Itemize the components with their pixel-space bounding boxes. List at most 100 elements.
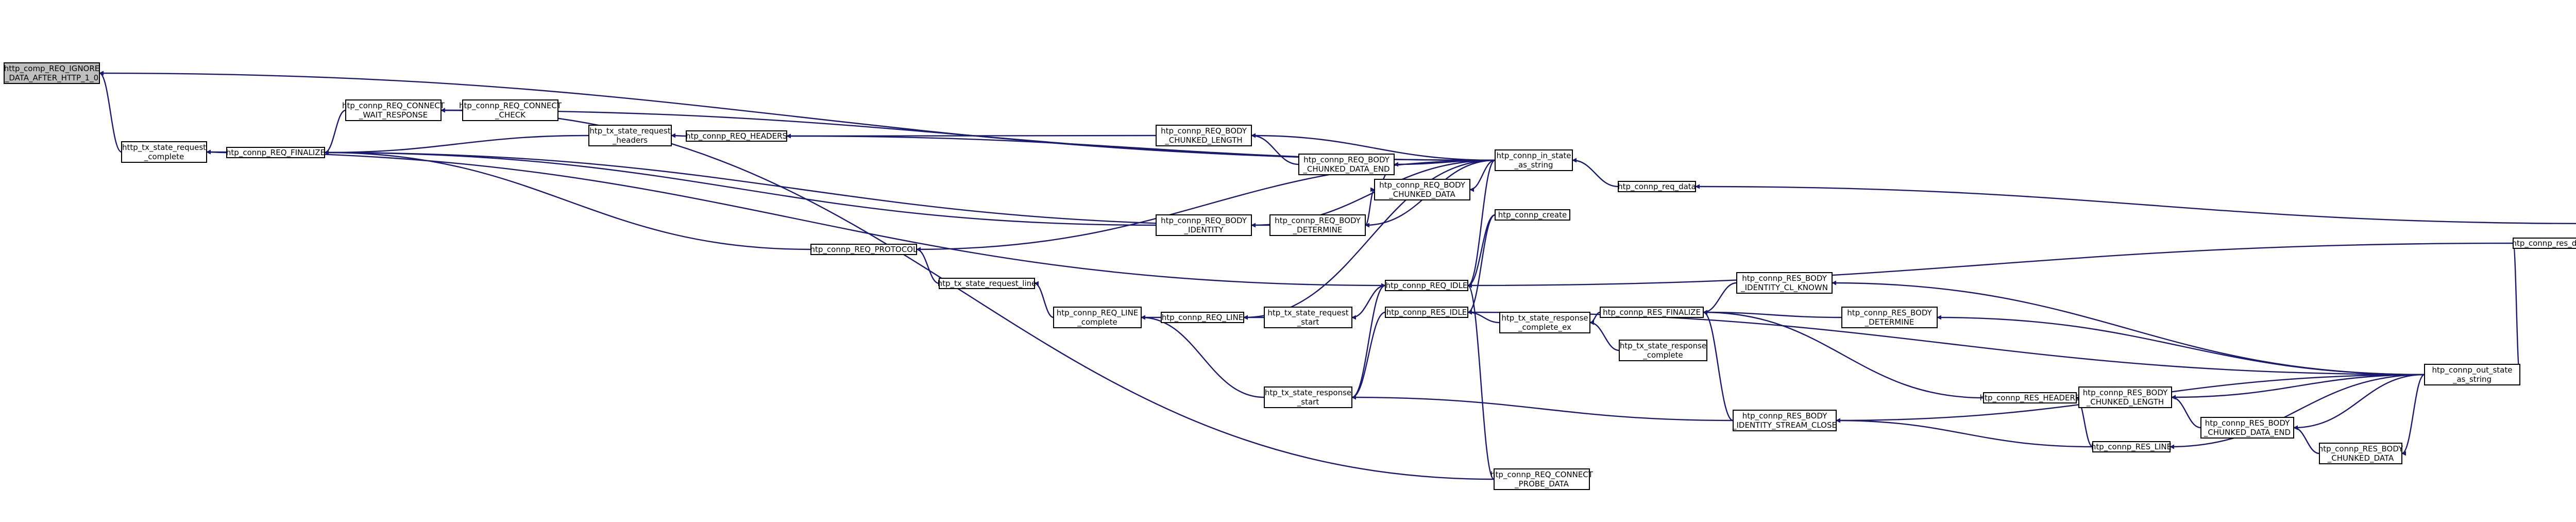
node-res-chunked-data-end[interactable]: htp_connp_RES_BODY_CHUNKED_DATA_END xyxy=(2200,417,2294,439)
node-req-data[interactable]: htp_connp_req_data xyxy=(1618,181,1696,192)
node-box xyxy=(1264,307,1352,328)
edge-in_state-to-req_protocol xyxy=(916,159,1496,252)
edge-res_start-to-req_line_complete xyxy=(1141,315,1265,398)
edge-res_complete_ex-to-res_idle xyxy=(1467,310,1500,324)
node-box xyxy=(1374,179,1470,200)
node-box xyxy=(2200,417,2294,439)
node-box xyxy=(588,125,672,146)
node-label: htp_connp_in_state xyxy=(1496,151,1571,161)
node-req-body-identity[interactable]: htp_connp_REQ_BODY_IDENTITY xyxy=(1156,214,1252,236)
node-req-connect-probe[interactable]: htp_connp_REQ_CONNECT_PROBE_DATA xyxy=(1490,468,1594,490)
node-res-chunked-length[interactable]: htp_connp_RES_BODY_CHUNKED_LENGTH xyxy=(2078,386,2172,408)
node-box xyxy=(1841,307,1938,328)
node-box xyxy=(226,147,325,158)
node-connp-create[interactable]: htp_connp_create xyxy=(1495,209,1570,221)
node-label: _complete xyxy=(144,152,184,162)
node-req-body-chunked-data-end[interactable]: htp_connp_REQ_BODY_CHUNKED_DATA_END xyxy=(1298,154,1395,175)
node-label: _CHUNKED_DATA xyxy=(1388,190,1455,199)
edge-res_identity_cl_known-to-res_finalize xyxy=(1703,282,1737,315)
node-label: _IDENTITY_STREAM_CLOSE xyxy=(1732,420,1837,430)
node-res-start[interactable]: htp_tx_state_response_start xyxy=(1264,386,1352,408)
node-label: htp_connp_RES_BODY xyxy=(1742,274,1827,283)
node-label: htp_tx_state_response xyxy=(1501,313,1588,323)
edge-req_body_determine-to-req_finalize xyxy=(324,150,1270,226)
node-req-start[interactable]: htp_tx_state_request_start xyxy=(1264,307,1352,328)
edge-out_state-to-res_chunked_length xyxy=(2171,374,2425,400)
node-req-headers-tx[interactable]: htp_tx_state_request_headers xyxy=(588,125,672,146)
edge-res_idle-to-res_start xyxy=(1351,311,1386,400)
node-box xyxy=(1269,214,1366,236)
node-label: _WAIT_RESPONSE xyxy=(359,110,428,120)
node-res-line[interactable]: htp_connp_RES_LINE xyxy=(2091,441,2172,452)
node-label: htp_connp_RES_BODY xyxy=(2318,444,2403,454)
node-box xyxy=(1733,410,1837,431)
node-label: _PROBE_DATA xyxy=(1514,479,1569,489)
edge-connp_close-to-req_data xyxy=(1695,184,2576,225)
node-label: _DATA_AFTER_HTTP_1_0 xyxy=(5,73,98,83)
node-req-complete[interactable]: http_tx_state_request_complete xyxy=(121,141,207,163)
node-box xyxy=(2424,364,2520,385)
node-res-identity-stream-close[interactable]: htp_connp_RES_BODY_IDENTITY_STREAM_CLOSE xyxy=(1732,410,1837,431)
edge-req_connect_probe-to-req_idle xyxy=(1467,283,1495,480)
node-label: htp_connp_REQ_FINALIZE xyxy=(226,148,325,158)
node-req-body-determine[interactable]: htp_connp_REQ_BODY_DETERMINE xyxy=(1269,214,1366,236)
node-box xyxy=(1494,468,1590,490)
node-res-data[interactable]: htp_connp_res_data xyxy=(2512,238,2576,249)
node-res-identity-cl-known[interactable]: htp_connp_RES_BODY_IDENTITY_CL_KNOWN xyxy=(1736,272,1833,294)
node-box xyxy=(1156,125,1252,146)
node-box xyxy=(1600,307,1704,318)
node-req-connect-wait[interactable]: htp_connp_REQ_CONNECT_WAIT_RESPONSE xyxy=(342,99,445,121)
node-res-complete[interactable]: htp_tx_state_response_complete xyxy=(1619,340,1707,361)
node-req-line-complete[interactable]: htp_connp_REQ_LINE_complete xyxy=(1053,307,1142,328)
edge-out_state-to-res_chunked_data xyxy=(2401,374,2425,456)
node-box xyxy=(939,278,1035,289)
node-label: htp_connp_REQ_CONNECT xyxy=(1490,470,1594,480)
node-label: _complete xyxy=(1077,317,1117,327)
node-box xyxy=(1618,181,1696,192)
edge-out_state-to-res_body_determine xyxy=(1937,315,2425,376)
node-box xyxy=(2092,441,2171,452)
node-label: htp_connp_REQ_LINE xyxy=(1057,308,1139,318)
node-res-finalize[interactable]: htp_connp_RES_FINALIZE xyxy=(1600,307,1704,318)
edge-req_data-to-in_state xyxy=(1572,158,1619,188)
node-res-headers[interactable]: htp_connp_RES_HEADERS xyxy=(1980,392,2080,403)
edge-res_line-to-res_identity_stream_close xyxy=(1836,418,2093,448)
node-ignore[interactable]: http_comp_REQ_IGNORE_DATA_AFTER_HTTP_1_0 xyxy=(4,62,100,84)
node-label: htp_connp_RES_FINALIZE xyxy=(1603,308,1701,317)
node-out-state[interactable]: htp_connp_out_state_as_string xyxy=(2424,364,2520,385)
node-res-idle[interactable]: htp_connp_RES_IDLE xyxy=(1385,307,1468,318)
node-res-chunked-data[interactable]: htp_connp_RES_BODY_CHUNKED_DATA xyxy=(2318,443,2403,464)
node-label: _CHUNKED_DATA_END xyxy=(2204,428,2291,437)
node-label: _CHUNKED_LENGTH xyxy=(1164,136,1242,145)
node-req-protocol[interactable]: htp_connp_REQ_PROTOCOL xyxy=(810,244,918,255)
node-req-line-tx[interactable]: htp_tx_state_request_line xyxy=(938,278,1037,289)
edge-res_identity_stream_close-to-res_finalize xyxy=(1703,310,1734,422)
node-box xyxy=(345,99,442,121)
node-req-connect-check[interactable]: htp_connp_REQ_CONNECT_CHECK xyxy=(459,99,562,121)
node-box xyxy=(121,141,207,163)
edge-req_complete-to-ignore xyxy=(99,71,122,153)
node-req-body-chunked-data[interactable]: htp_connp_REQ_BODY_CHUNKED_DATA xyxy=(1374,179,1470,200)
node-label: htp_connp_RES_BODY xyxy=(2083,388,2168,398)
node-box xyxy=(1053,307,1142,328)
node-label: htp_connp_create xyxy=(1498,210,1567,220)
edge-out_state-to-res_identity_cl_known xyxy=(1832,280,2425,376)
node-box xyxy=(1161,312,1244,323)
node-req-headers[interactable]: htp_connp_REQ_HEADERS xyxy=(686,130,787,142)
edge-req_line_tx-to-req_protocol xyxy=(916,247,940,284)
node-req-line[interactable]: htp_connp_REQ_LINE xyxy=(1161,312,1244,323)
node-req-idle[interactable]: htp_connp_REQ_IDLE xyxy=(1385,280,1468,291)
node-res-body-determine[interactable]: htp_connp_RES_BODY_DETERMINE xyxy=(1841,307,1938,328)
node-label: _as_string xyxy=(1514,160,1553,170)
edge-in_state-to-req_body_chunked_data xyxy=(1469,159,1496,192)
node-label: htp_connp_req_data xyxy=(1618,182,1696,192)
node-in-state[interactable]: htp_connp_in_state_as_string xyxy=(1495,149,1573,171)
node-label: _start xyxy=(1297,397,1319,407)
node-label: _CHUNKED_DATA_END xyxy=(1302,164,1389,174)
node-req-body-chunked-length[interactable]: htp_connp_REQ_BODY_CHUNKED_LENGTH xyxy=(1156,125,1252,146)
node-label: htp_connp_REQ_CONNECT xyxy=(459,101,562,111)
node-req-finalize[interactable]: htp_connp_REQ_FINALIZE xyxy=(226,147,325,158)
node-res-complete-ex[interactable]: htp_tx_state_response_complete_ex xyxy=(1499,312,1590,333)
node-box xyxy=(4,62,100,84)
node-label: htp_connp_REQ_BODY xyxy=(1161,216,1247,226)
